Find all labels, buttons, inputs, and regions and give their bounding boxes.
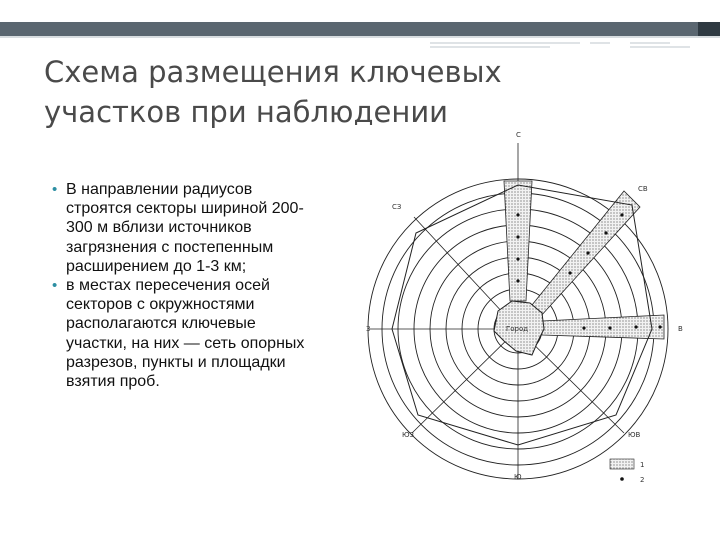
city-shape [493,300,545,356]
label-northwest: СЗ [392,203,402,211]
slide-title-line-2: участков при наблюдении [44,95,449,129]
legend-label-1: 1 [640,461,644,469]
header-bar [0,22,698,36]
slide-title-line-1: Схема размещения ключевых [44,55,502,89]
header-divider [0,36,720,38]
label-west: З [366,325,371,333]
top-band [0,0,720,20]
monitoring-scheme-diagram: Город С СВ СЗ В З ЮЗ ЮВ Ю 1 2 [352,125,698,485]
bullet-item-2: • в местах пересечения осей секторов с о… [52,276,314,391]
sector-points [516,213,662,330]
bullet-icon: • [52,181,58,198]
bullet-icon: • [52,277,58,295]
header-accent [698,22,720,36]
slide-title: Схема размещения ключевых участков при н… [44,52,604,132]
bullet-text-2: в местах пересечения осей секторов с окр… [66,277,305,391]
legend: 1 2 [609,458,644,484]
bullet-list: • В направлении радиусов строятся сектор… [52,180,314,391]
sectors [503,180,665,340]
label-northeast: СВ [638,185,648,193]
legend-label-2: 2 [640,476,644,484]
label-southeast: ЮВ [628,431,641,439]
sector-north [503,180,533,302]
label-east: В [678,325,683,333]
label-southwest: ЮЗ [402,431,415,439]
label-south: Ю [514,473,522,481]
city-label: Город [506,325,528,333]
boundary-polygon [391,184,653,446]
bullet-text-1: В направлении радиусов строятся секторы … [66,181,304,275]
label-north: С [516,131,521,139]
decorative-dashes [430,42,690,48]
bullet-item-1: • В направлении радиусов строятся сектор… [52,180,314,276]
